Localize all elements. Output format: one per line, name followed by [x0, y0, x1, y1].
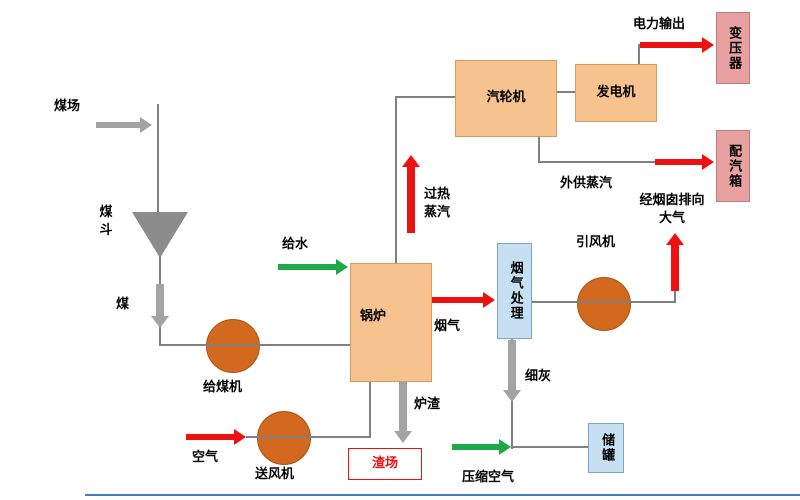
- coal-yard-label: 煤场: [54, 99, 81, 114]
- chimney-to-atmosphere-label: 经烟囱排向 大气: [639, 193, 705, 226]
- compressed-air-label: 压缩空气: [462, 470, 515, 485]
- coal-feeder-line: [159, 344, 351, 346]
- coal-yard-flow-arrow: [96, 117, 152, 133]
- air-flow-arrow: [186, 429, 246, 445]
- flue-duct-line: [530, 301, 676, 303]
- steam-turbine-label: 汽轮机: [486, 90, 526, 106]
- steam-turbine-box: 汽轮机: [455, 60, 557, 137]
- external-steam-label: 外供蒸汽: [560, 176, 613, 191]
- power-output-label: 电力输出: [633, 17, 686, 32]
- forced-draft-fan-label: 送风机: [255, 467, 295, 482]
- flue-gas-label: 烟气: [434, 319, 461, 334]
- coal-hopper-label: 煤 斗: [99, 205, 113, 238]
- induced-draft-fan-label: 引风机: [576, 235, 616, 250]
- coal-label: 煤: [116, 297, 130, 312]
- fine-ash-arrow: [503, 340, 521, 402]
- storage-tank-label: 储罐: [599, 433, 615, 463]
- turbine-extraction-line: [538, 135, 540, 163]
- transformer-box: 变压器: [716, 12, 750, 84]
- air-label: 空气: [192, 450, 219, 465]
- boiler-label: 锅炉: [360, 309, 387, 324]
- coal-feeder-circle: [206, 319, 260, 373]
- steam-distribution-label: 配汽箱: [726, 143, 742, 189]
- flue-gas-treatment-label: 烟气处理: [507, 261, 523, 321]
- chimney-exhaust-arrow: [666, 233, 684, 291]
- induced-draft-fan-circle: [577, 277, 631, 331]
- steam-to-turbine-line: [395, 96, 457, 98]
- slag-arrow: [394, 381, 412, 443]
- compressed-air-arrow: [452, 439, 511, 455]
- feed-water-label: 给水: [282, 237, 309, 252]
- feed-water-arrow: [278, 259, 348, 275]
- superheated-steam-label: 过热 蒸汽: [424, 187, 451, 220]
- slag-label: 炉渣: [414, 397, 441, 412]
- coal-drop-arrow: [151, 284, 169, 328]
- flue-gas-arrow: [432, 292, 495, 308]
- transformer-label: 变压器: [726, 25, 742, 71]
- slag-yard-label: 渣场: [371, 455, 398, 471]
- coal-hopper-funnel: [132, 212, 188, 258]
- fan-duct-line-horizontal: [246, 436, 371, 438]
- slag-yard-box: 渣场: [348, 448, 422, 480]
- fine-ash-label: 细灰: [525, 369, 552, 384]
- superheated-steam-arrow: [402, 155, 420, 233]
- bottom-border-line: [85, 494, 800, 496]
- boiler-box: [350, 263, 432, 382]
- generator-output-line: [638, 44, 640, 65]
- chimney-riser-line: [674, 286, 676, 303]
- external-steam-arrow: [655, 154, 714, 170]
- generator-label: 发电机: [596, 84, 636, 100]
- storage-tank-box: 储罐: [588, 423, 624, 473]
- coal-yard-feed-line: [157, 104, 159, 214]
- turbine-generator-link-line: [555, 91, 575, 93]
- steam-riser-line: [395, 96, 397, 264]
- power-output-arrow: [640, 37, 714, 53]
- coal-feeder-label: 给煤机: [203, 380, 243, 395]
- generator-box: 发电机: [575, 64, 657, 122]
- forced-draft-fan-circle: [257, 411, 311, 465]
- steam-distribution-box: 配汽箱: [716, 130, 750, 202]
- compressed-air-line: [511, 446, 589, 448]
- fan-duct-line-vertical: [369, 380, 371, 438]
- external-steam-line: [538, 161, 658, 163]
- flue-gas-treatment-box: 烟气处理: [497, 243, 532, 339]
